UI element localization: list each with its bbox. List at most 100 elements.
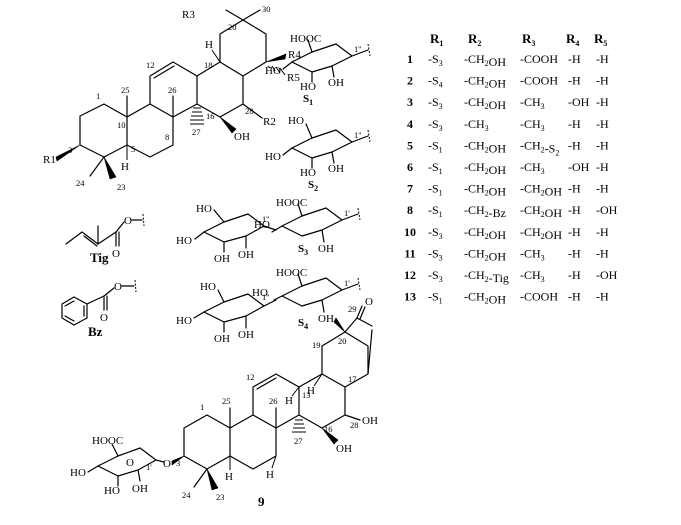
compound-number: 1 [407,52,413,66]
sugar-S1: HOOC HO HO OH 1'' S1 [265,33,371,107]
num-25: 25 [121,85,130,95]
cell-r1: -S1 [428,290,443,306]
table-row: 2-S4-CH2OH-COOH-H-H [407,74,609,91]
compound-9-label: 9 [258,494,265,509]
table-header-r2: R2 [468,31,481,48]
c9-num-24: 24 [182,490,191,500]
cell-r3: -CH2OH [520,225,562,242]
cell-r5: -H [596,74,609,88]
c9-num-28: 28 [350,420,359,430]
c9-num-19: 19 [312,340,321,350]
c9-oh-28: OH [362,415,378,427]
sugar-S2: HO HO HO OH 1'' S2 [265,115,371,193]
sugar-S4: HOOC HO HO HO OH OH OH 1'' 1' S4 [176,267,361,345]
cell-r3: -CH2OH [520,182,562,199]
table-row: 1-S3-CH2OH-COOH-H-H [407,52,609,69]
cell-r4: -H [568,138,581,152]
cell-r3: -COOH [520,52,558,66]
cell-r2: -CH2OH [464,95,506,112]
cell-r1: -S3 [428,52,443,68]
c9-hooc: HOOC [92,435,123,447]
cell-r4: -H [568,268,581,282]
c9-num-20: 20 [338,336,347,346]
cell-r5: -H [596,160,609,174]
s2-name: S2 [308,179,318,193]
table-row: 4-S3-CH3-CH3-H-H [407,117,609,133]
table-row: 13-S1-CH2OH-COOH-H-H [404,290,609,307]
num-26: 26 [168,85,177,95]
s4-group-hooc: HOOC [276,267,307,279]
c9-oh-16: OH [336,443,352,455]
label-R5: R5 [287,72,300,84]
cell-r2: -CH2OH [464,74,506,91]
num-12: 12 [146,60,155,70]
cell-r4: -OH [568,160,590,174]
main-skeleton: R1 R2 R3 R4 R5 OH H H 1 3 5 8 10 12 16 1… [43,4,301,192]
compound-number: 5 [407,138,413,152]
s4-group-ho-3: HO [252,287,268,299]
c9-num-1prime: 1' [146,462,152,472]
s1-group-ho-1: HO [265,65,281,77]
cell-r1: -S3 [428,268,443,284]
s1-group-hooc: HOOC [290,33,321,45]
cell-r1: -S3 [428,117,443,133]
c9-glyc-o: O [163,458,171,470]
table-row: 11-S3-CH2OH-CH3-H-H [404,246,609,263]
cell-r2: -CH2-Tig [464,268,509,285]
table-row: 8-S1-CH2-Bz-CH2OH-H-OH [407,203,618,220]
cell-r2: -CH2OH [464,160,506,177]
cell-r3: -COOH [520,74,558,88]
cell-r5: -H [596,225,609,239]
s4-prime-1: 1'' [262,292,270,302]
cell-r5: -H [596,52,609,66]
table-row: 5-S1-CH2OH-CH2-S2-H-H [407,138,609,157]
s4-prime-2: 1' [344,278,350,288]
cell-r4: -H [568,117,581,131]
table-header-r3: R3 [522,31,535,48]
cell-r3: -CH3 [520,246,545,262]
c9-num-13: 13 [302,390,311,400]
s2-group-ho-2: HO [265,151,281,163]
tig-ester-o: O [124,215,132,227]
hashed-bond-R5 [267,65,286,76]
c9-num-16: 16 [324,424,333,434]
cell-r4: -H [568,225,581,239]
c9-ring-o: O [126,457,134,469]
cell-r3: -CH2-S2 [520,138,559,157]
cell-r4: -OH [568,95,590,109]
s3-group-ho-1: HO [196,203,212,215]
c9-num-23: 23 [216,492,225,502]
cell-r4: -H [568,203,581,217]
num-5: 5 [131,144,135,154]
benzoyl-group: O O Bz [61,279,137,339]
s2-group-oh: OH [328,163,344,175]
s4-group-ho-1: HO [200,281,216,293]
cell-r2: -CH2OH [464,290,506,307]
c9-h-9: H [266,469,274,481]
compound-number: 13 [404,290,416,304]
cell-r5: -OH [596,268,618,282]
s3-group-oh-1: OH [214,253,230,265]
s3-group-oh-3: OH [318,243,334,255]
c9-h-13: H [285,395,293,407]
cell-r1: -S1 [428,138,443,154]
bz-ester-o: O [114,281,122,293]
c9-num-25: 25 [222,396,231,406]
cell-r2: -CH2OH [464,182,506,199]
c9-num-29: 29 [348,304,357,314]
cell-r1: -S4 [428,74,443,90]
label-H-18: H [205,39,213,51]
num-20: 20 [228,22,237,32]
c9-num-1: 1 [200,402,204,412]
compound-number: 7 [407,182,413,196]
num-30: 30 [262,4,271,14]
table-row: 10-S3-CH2OH-CH2OH-H-H [404,225,609,242]
c9-num-26: 26 [269,396,278,406]
s3-group-hooc: HOOC [276,197,307,209]
cell-r2: -CH2OH [464,52,506,69]
cell-r3: -CH3 [520,95,545,111]
s2-prime: 1'' [354,130,362,140]
